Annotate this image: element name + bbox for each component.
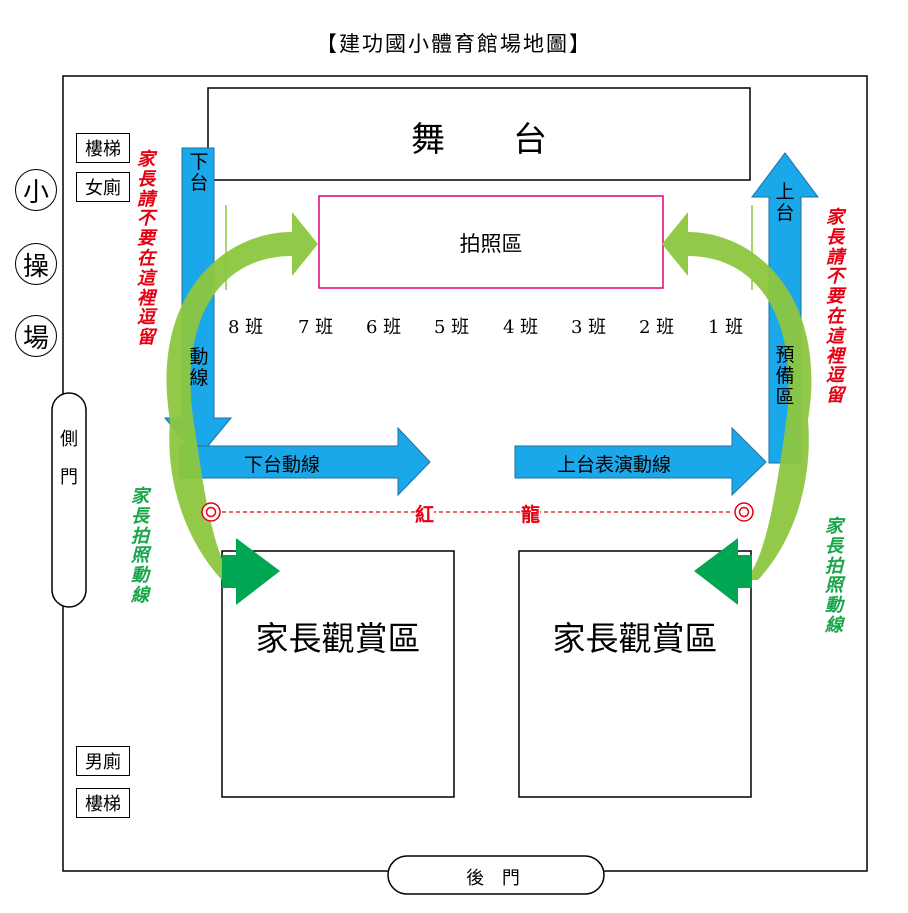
photo-route-note-left: 家長拍照動線 bbox=[131, 486, 149, 606]
parents-area-left-box bbox=[221, 550, 455, 798]
playground-char-2: 操 bbox=[15, 243, 57, 285]
perform-route-label: 上台表演動線 bbox=[557, 454, 672, 476]
red-dragon-right-marker bbox=[734, 502, 754, 522]
class-8-label: 8 班 bbox=[228, 317, 264, 338]
perform-route-arrow bbox=[514, 426, 767, 497]
prep-area-label: 預備區 bbox=[775, 344, 795, 408]
mens-restroom: 男廁 bbox=[76, 746, 130, 776]
class-5-label: 5 班 bbox=[434, 317, 470, 338]
class-4-label: 4 班 bbox=[503, 317, 539, 338]
stairs-top: 樓梯 bbox=[76, 133, 130, 163]
womens-restroom: 女廁 bbox=[76, 172, 130, 202]
back-door-label: 後 門 bbox=[466, 868, 526, 889]
class-3-label: 3 班 bbox=[571, 317, 607, 338]
photo-area-box bbox=[318, 195, 664, 289]
exit-route-label: 下台動線 bbox=[244, 454, 321, 476]
side-door-label: 側門 bbox=[60, 429, 78, 488]
photo-area-label: 拍照區 bbox=[459, 232, 523, 256]
red-dragon-left-marker bbox=[201, 502, 221, 522]
class-7-label: 7 班 bbox=[298, 317, 334, 338]
class-2-label: 2 班 bbox=[639, 317, 675, 338]
parents-area-left-label: 家長觀賞區 bbox=[255, 619, 421, 658]
red-dragon-label-1: 紅 bbox=[415, 500, 435, 527]
no-staying-note-left: 家長請不要在這裡逗留 bbox=[137, 149, 155, 349]
exit-route-vertical-label: 動線 bbox=[189, 346, 209, 389]
enter-up-label: 上台 bbox=[775, 181, 795, 224]
no-staying-note-right: 家長請不要在這裡逗留 bbox=[826, 207, 844, 407]
right-photo-route-curve bbox=[662, 212, 812, 580]
left-photo-route-arrowhead bbox=[222, 538, 280, 605]
photo-route-note-right: 家長拍照動線 bbox=[825, 516, 843, 636]
map-title: 【建功國小體育館場地圖】 bbox=[316, 32, 592, 56]
left-photo-route-curve bbox=[166, 212, 318, 580]
class-6-label: 6 班 bbox=[366, 317, 402, 338]
exit-route-arrow bbox=[179, 426, 431, 497]
playground-char-3: 場 bbox=[15, 315, 57, 357]
class-1-label: 1 班 bbox=[708, 317, 744, 338]
stage-label: 舞 台 bbox=[411, 120, 547, 160]
right-photo-route-arrowhead bbox=[694, 538, 752, 605]
parents-area-right-box bbox=[518, 550, 752, 798]
stage-box bbox=[207, 87, 751, 181]
red-dragon-label-2: 龍 bbox=[521, 500, 541, 527]
playground-char-1: 小 bbox=[15, 169, 57, 211]
parents-area-right-label: 家長觀賞區 bbox=[552, 619, 718, 658]
exit-down-label: 下台 bbox=[189, 151, 209, 194]
side-door-shape bbox=[51, 392, 87, 608]
back-door-shape bbox=[387, 855, 605, 895]
stairs-bottom: 樓梯 bbox=[76, 788, 130, 818]
